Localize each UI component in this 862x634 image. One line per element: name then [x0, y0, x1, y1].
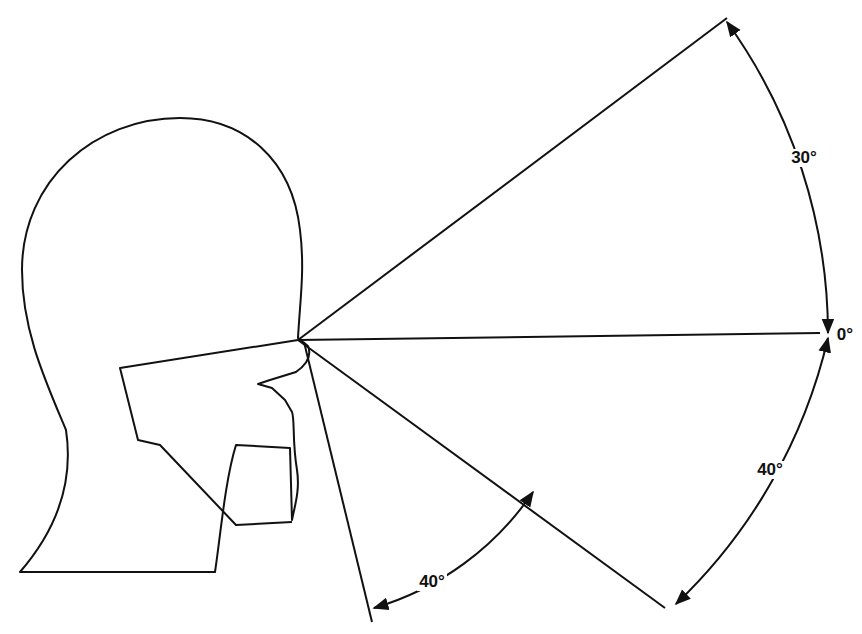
lowest-sight-line	[304, 342, 372, 622]
angle-label: 30°	[789, 149, 819, 168]
upper-sight-line	[298, 18, 727, 340]
upper-angle-arc	[727, 22, 828, 333]
lower-sight-line	[298, 340, 665, 608]
angle-label: 40°	[417, 573, 447, 592]
lower-angle-arc	[676, 338, 828, 604]
head-outline	[20, 118, 309, 572]
inner-angle-arc	[374, 492, 533, 608]
angle-label: 0°	[835, 326, 855, 345]
angle-label: 40°	[755, 461, 785, 480]
horizontal-sight-line	[298, 333, 820, 340]
face-section	[120, 340, 298, 525]
